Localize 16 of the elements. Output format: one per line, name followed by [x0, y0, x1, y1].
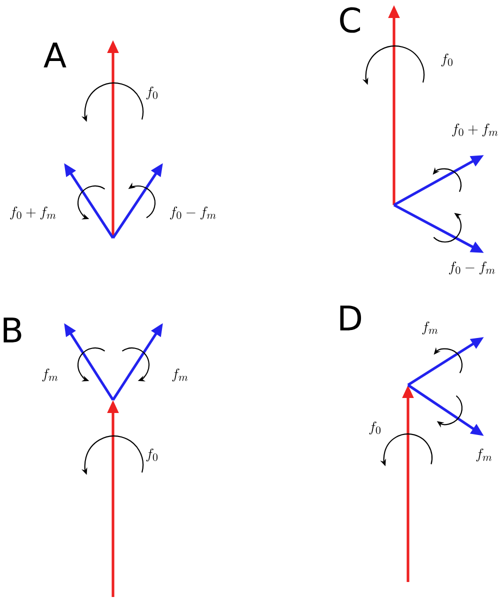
frequency-label: $f_0$	[146, 448, 158, 462]
frequency-label: $f_m$	[172, 368, 188, 382]
frequency-label: $f_0$	[146, 86, 158, 100]
frequency-label: $f_0+f_m$	[10, 206, 56, 220]
panel-letter: D	[340, 306, 362, 330]
frequency-label: $f_0-f_m$	[170, 206, 216, 220]
frequency-label: $f_m$	[422, 321, 438, 334]
frequency-label: $f_0$	[369, 421, 380, 434]
frequency-label: $f_0$	[441, 54, 452, 66]
panel-letter: A	[44, 42, 66, 68]
frequency-label: $f_m$	[476, 448, 492, 462]
frequency-label: $f_0+f_m$	[452, 124, 498, 136]
panel-letter: C	[340, 7, 360, 33]
frequency-label: $f_m$	[42, 368, 58, 382]
panel-letter: B	[4, 318, 22, 342]
frequency-label: $f_0-f_m$	[449, 262, 495, 274]
